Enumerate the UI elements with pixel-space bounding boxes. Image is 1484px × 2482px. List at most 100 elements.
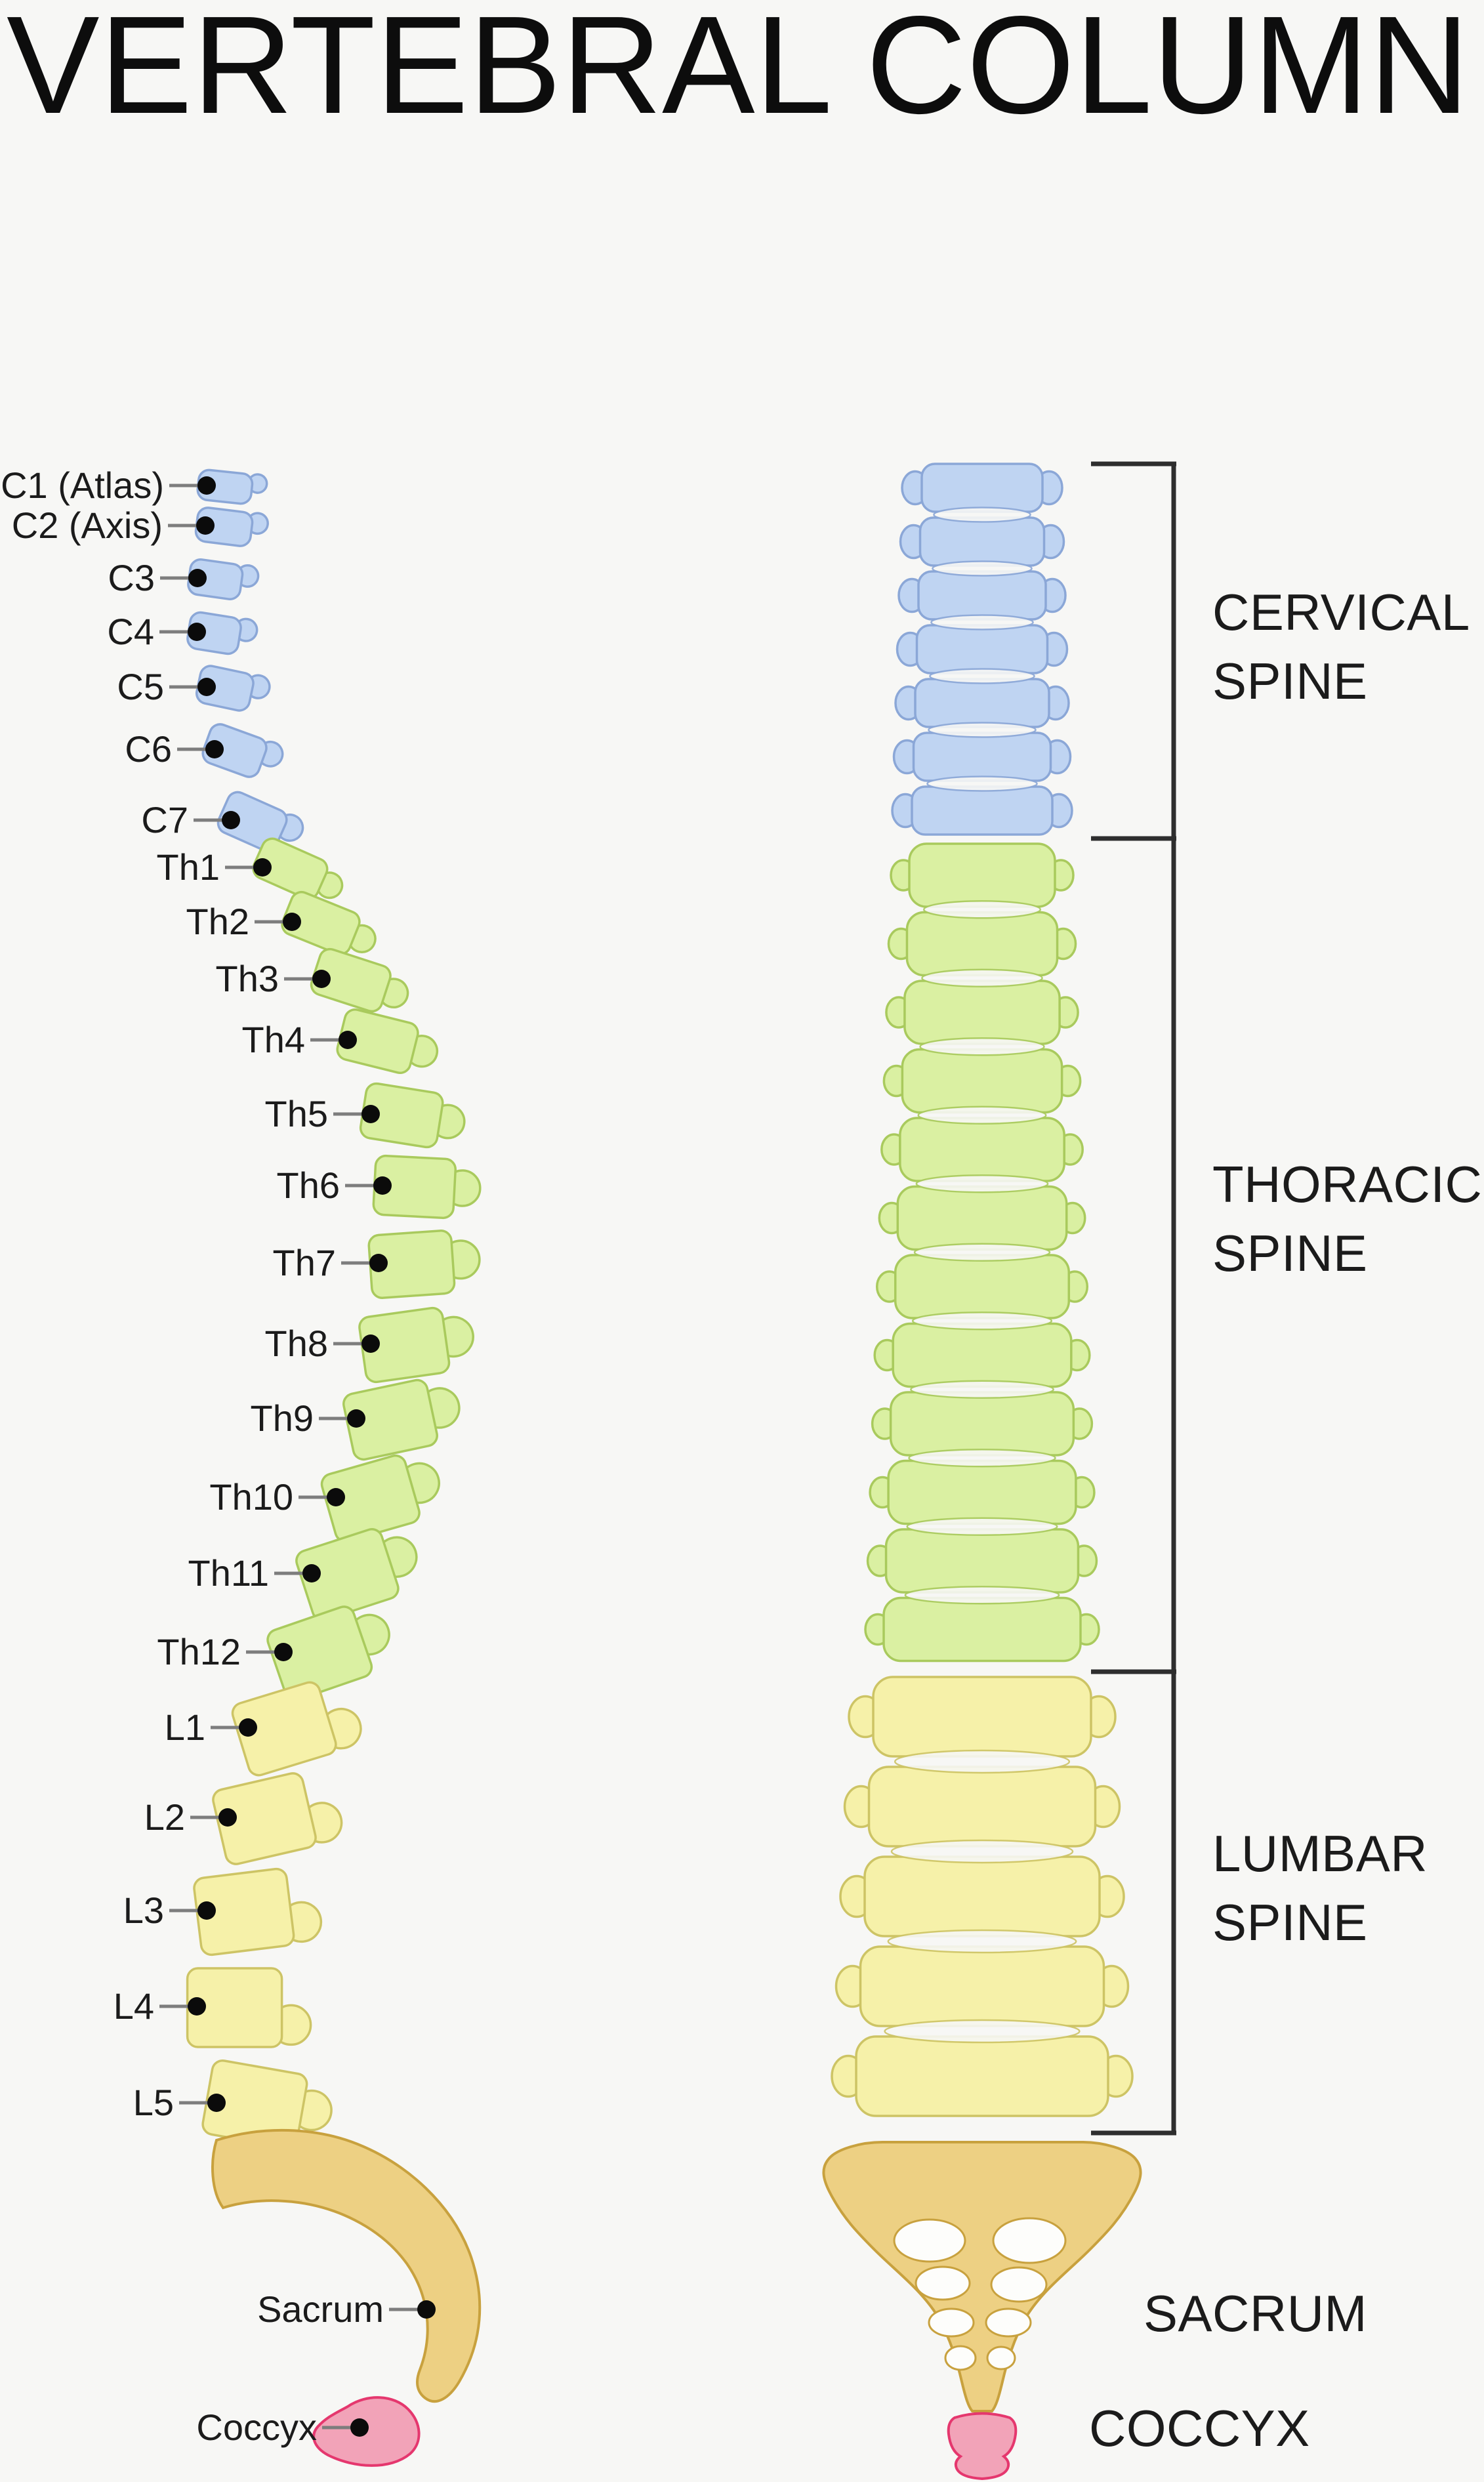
sacral-foramen-3	[915, 2265, 971, 2301]
vertebra-cervical-6-posterior	[912, 732, 1052, 782]
vertebra-th8-lateral	[358, 1306, 474, 1384]
label-c2: C2 (Axis)	[12, 505, 163, 546]
label-th8: Th8	[265, 1323, 329, 1364]
label-l4: L4	[113, 1985, 154, 2027]
pointer-dot	[239, 1718, 257, 1737]
label-c5: C5	[117, 666, 164, 707]
intervertebral-disc	[917, 1106, 1047, 1125]
callout-c1: C1 (Atlas)	[1, 465, 216, 506]
vertebra-thoracic-8-posterior	[892, 1322, 1073, 1388]
intervertebral-disc	[930, 614, 1034, 631]
pointer-dot	[312, 970, 331, 988]
vertebra-thoracic-2-posterior	[905, 911, 1059, 977]
vertebra-lumbar-2-posterior	[867, 1766, 1097, 1848]
label-th6: Th6	[277, 1165, 340, 1206]
sacral-foramen-6	[985, 2307, 1032, 2338]
sacrum-lateral-shape	[211, 2128, 482, 2403]
intervertebral-disc	[890, 1839, 1074, 1864]
vertebral-body	[266, 1605, 373, 1701]
vertebra-l3-lateral	[193, 1867, 323, 1956]
posterior-thoracic-section	[864, 842, 1100, 1663]
label-th7: Th7	[273, 1242, 337, 1283]
intervertebral-disc	[929, 668, 1035, 684]
pointer-dot	[361, 1105, 380, 1123]
vertebra-cervical-4-posterior	[915, 624, 1049, 674]
intervertebral-disc	[884, 2019, 1081, 2044]
vertebra-th3-lateral	[310, 947, 409, 1013]
vertebra-l1-lateral	[231, 1681, 362, 1777]
vertebra-cervical-7-posterior	[911, 785, 1054, 836]
vertebra-c4-lateral	[186, 611, 258, 655]
label-th11: Th11	[188, 1552, 269, 1594]
pointer-dot	[339, 1031, 357, 1049]
section-label-sacrum-line1: SACRUM	[1144, 2285, 1367, 2342]
callout-coccyx: Coccyx	[196, 2407, 369, 2448]
pointer-dot	[197, 678, 216, 696]
pointer-dot	[417, 2300, 436, 2319]
vertebra-lumbar-3-posterior	[863, 1855, 1101, 1937]
vertebra-lumbar-4-posterior	[859, 1945, 1105, 2027]
vertebra-th11-lateral	[295, 1528, 418, 1621]
sacral-foramen-7	[944, 2345, 977, 2371]
vertebra-thoracic-1-posterior	[908, 842, 1056, 908]
posterior-cervical-section	[891, 463, 1073, 836]
vertebra-th1-lateral	[252, 837, 344, 900]
label-l5: L5	[133, 2082, 174, 2123]
callout-th1: Th1	[157, 846, 272, 888]
callout-l4: L4	[113, 1985, 206, 2027]
pointer-dot	[361, 1334, 380, 1353]
label-th10: Th10	[209, 1476, 293, 1518]
callout-c4: C4	[107, 611, 206, 652]
posterior-spine-view	[822, 463, 1142, 2481]
vertebra-lumbar-5-posterior	[855, 2035, 1109, 2117]
label-c3: C3	[108, 557, 155, 598]
intervertebral-disc	[913, 1243, 1051, 1262]
vertebral-body	[212, 1772, 317, 1865]
vertebral-body	[358, 1306, 451, 1384]
callout-c5: C5	[117, 666, 216, 707]
intervertebral-disc	[933, 507, 1031, 523]
vertebral-body	[295, 1528, 400, 1621]
intervertebral-disc	[911, 1312, 1053, 1331]
vertebral-body	[231, 1681, 337, 1777]
label-th9: Th9	[251, 1397, 314, 1439]
section-label-thoracic-line1: THORACIC	[1212, 1155, 1482, 1213]
label-l2: L2	[144, 1796, 185, 1838]
vertebral-body	[216, 791, 288, 852]
callout-th4: Th4	[242, 1019, 357, 1060]
vertebra-cervical-1-posterior	[920, 463, 1044, 513]
vertebra-thoracic-7-posterior	[894, 1254, 1071, 1319]
vertebra-thoracic-4-posterior	[901, 1048, 1063, 1114]
intervertebral-disc	[908, 1449, 1056, 1468]
label-l3: L3	[123, 1890, 164, 1931]
vertebra-th10-lateral	[320, 1454, 440, 1543]
intervertebral-disc	[906, 1517, 1058, 1536]
page-title: VERTEBRAL COLUMN	[7, 0, 1470, 142]
pointer-dot	[253, 858, 272, 877]
intervertebral-disc	[915, 1174, 1049, 1193]
intervertebral-disc	[910, 1380, 1054, 1399]
pointer-dot	[188, 1997, 206, 2016]
pointer-dot	[350, 2418, 369, 2437]
callout-th11: Th11	[188, 1552, 321, 1594]
callout-th6: Th6	[277, 1165, 392, 1206]
sacral-foramen-5	[928, 2307, 975, 2338]
pointer-dot	[196, 516, 215, 535]
vertebral-body	[342, 1378, 438, 1461]
label-sacrum: Sacrum	[257, 2288, 384, 2330]
callout-th2: Th2	[186, 901, 301, 942]
label-th12: Th12	[157, 1631, 241, 1672]
label-th5: Th5	[265, 1093, 329, 1134]
label-coccyx: Coccyx	[196, 2407, 317, 2448]
callout-c6: C6	[125, 728, 224, 770]
section-label-thoracic-line2: SPINE	[1212, 1224, 1368, 1282]
vertebra-th2-lateral	[281, 890, 377, 956]
vertebral-body	[252, 837, 329, 900]
vertebra-th9-lateral	[342, 1378, 461, 1461]
intervertebral-disc	[922, 900, 1042, 919]
posterior-section-labels: CERVICALSPINETHORACICSPINELUMBARSPINESAC…	[1089, 583, 1482, 2457]
posterior-lumbar-section	[831, 1676, 1134, 2117]
callout-th7: Th7	[273, 1242, 388, 1283]
callout-th5: Th5	[265, 1093, 380, 1134]
